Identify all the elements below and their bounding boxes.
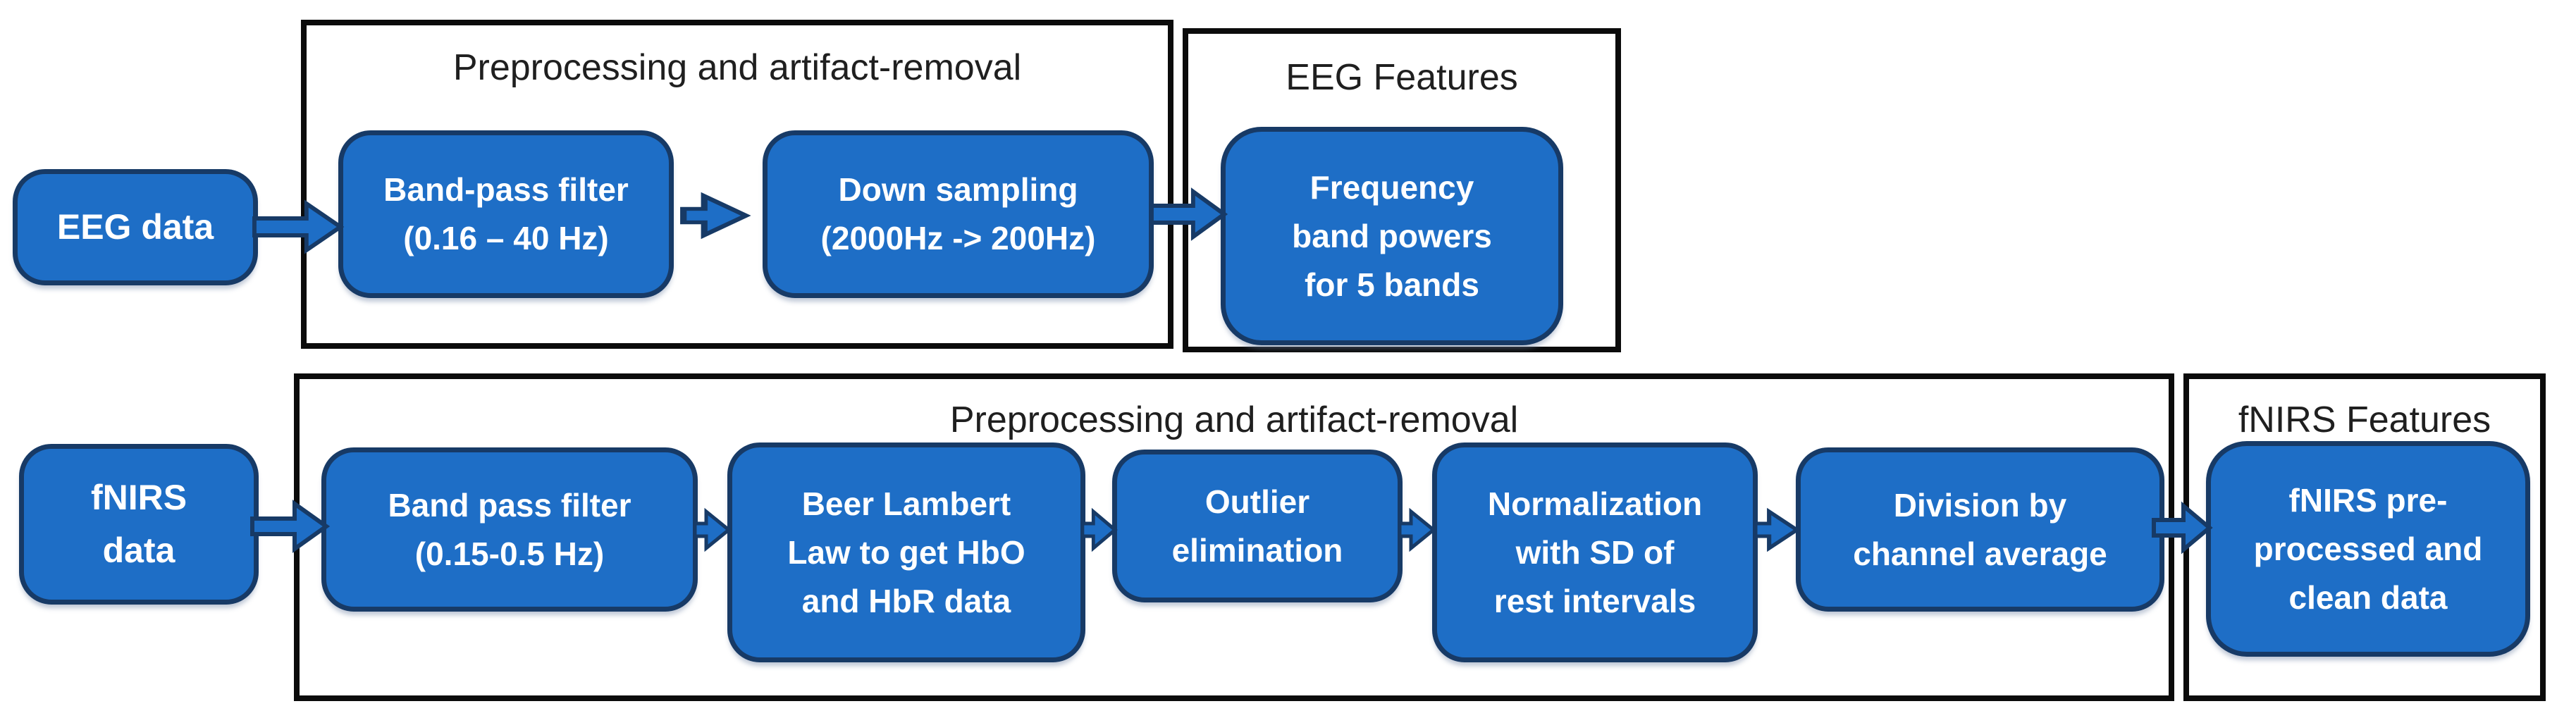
fnirs-preprocessing-title: Preprocessing and artifact-removal [949,400,1519,440]
fnirs-normalization-box: Normalization with SD of rest intervals [1432,442,1758,662]
eeg-data-label: EEG data [56,207,214,247]
arrow-icon-fnirs-step1-to-step2 [693,507,732,552]
eeg-bandpass-filter-label: Band-pass filter (0.16 – 40 Hz) [383,171,629,256]
arrow-icon-eeg-input [252,199,345,254]
fnirs-features-output-box: fNIRS pre- processed and clean data [2206,441,2530,657]
fnirs-bandpass-filter-box: Band pass filter (0.15-0.5 Hz) [321,447,698,612]
fnirs-features-output-label: fNIRS pre- processed and clean data [2253,481,2483,616]
fnirs-beer-lambert-box: Beer Lambert Law to get HbO and HbR data [727,442,1085,662]
fnirs-outlier-elimination-label: Outlier elimination [1171,483,1343,569]
fnirs-division-label: Division by channel average [1853,486,2107,572]
fnirs-features-container: fNIRS Features fNIRS pre- processed and … [2183,373,2546,701]
eeg-preprocessing-container: Preprocessing and artifact-removal Band-… [301,20,1173,349]
eeg-features-title: EEG Features [1286,57,1518,98]
eeg-features-output-label: Frequency band powers for 5 bands [1292,168,1492,303]
arrow-icon-fnirs-step2-to-step3 [1080,507,1118,552]
arrow-icon-fnirs-step3-to-step4 [1398,507,1436,552]
fnirs-features-title: fNIRS Features [2238,400,2491,440]
eeg-features-container: EEG Features Frequency band powers for 5… [1183,28,1621,352]
fnirs-bandpass-filter-label: Band pass filter (0.15-0.5 Hz) [388,486,631,572]
fnirs-outlier-elimination-box: Outlier elimination [1112,450,1403,602]
eeg-data-box: EEG data [13,169,258,285]
fnirs-division-box: Division by channel average [1796,447,2164,612]
eeg-downsampling-box: Down sampling (2000Hz -> 200Hz) [763,130,1154,298]
eeg-downsampling-label: Down sampling (2000Hz -> 200Hz) [820,171,1096,256]
fnirs-preprocessing-container: Preprocessing and artifact-removal Band … [294,373,2174,701]
arrow-icon-eeg-to-features [1150,187,1228,241]
fnirs-normalization-label: Normalization with SD of rest intervals [1487,485,1703,619]
arrow-icon-eeg-step1-to-step2 [680,192,751,240]
eeg-bandpass-filter-box: Band-pass filter (0.16 – 40 Hz) [338,130,674,298]
fnirs-data-box: fNIRS data [19,444,259,605]
arrow-icon-fnirs-input [250,500,331,553]
arrow-icon-fnirs-to-features [2152,501,2213,555]
arrow-icon-fnirs-step4-to-step5 [1753,507,1801,552]
fnirs-beer-lambert-label: Beer Lambert Law to get HbO and HbR data [787,485,1025,619]
eeg-features-output-box: Frequency band powers for 5 bands [1221,127,1563,345]
eeg-preprocessing-title: Preprocessing and artifact-removal [452,47,1022,88]
fnirs-data-label: fNIRS data [90,478,187,570]
